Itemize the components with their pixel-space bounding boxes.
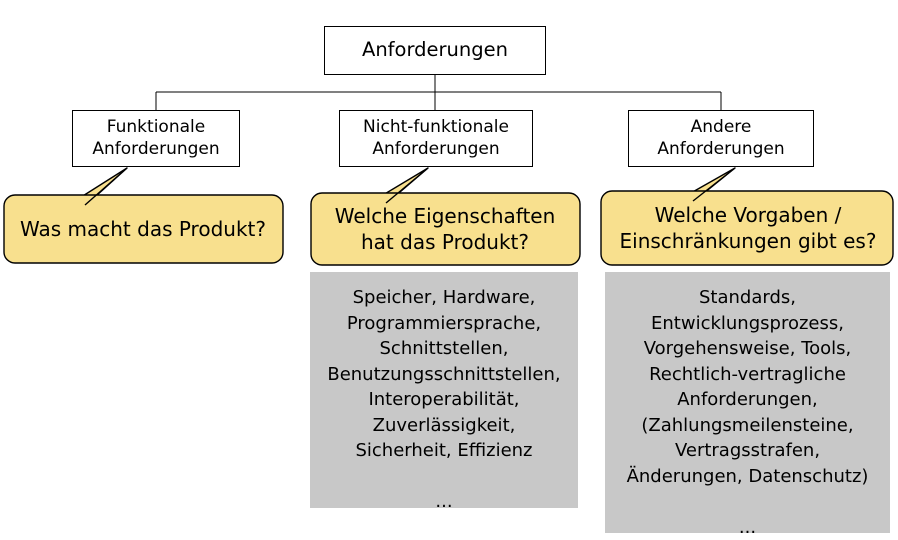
- callout-tail-overlay-nonfunctional: [370, 194, 385, 207]
- callout-body-functional: [3, 194, 284, 264]
- callout-tail-overlay-functional: [69, 196, 84, 209]
- connector-lines: [155, 75, 722, 110]
- node-funktionale-anforderungen-label: Funktionale Anforderungen: [92, 116, 220, 159]
- detail-box-andere: Standards, Entwicklungsprozess, Vorgehen…: [605, 272, 890, 538]
- callout-body-other: [600, 190, 894, 266]
- callout-bubble-functional: [3, 167, 284, 264]
- node-anforderungen[interactable]: Anforderungen: [324, 26, 546, 75]
- callout-body-nonfunctional: [310, 192, 581, 266]
- callout-bubble-nonfunctional: [310, 167, 581, 266]
- detail-box-nicht-funktionale: Speicher, Hardware, Programmiersprache, …: [310, 272, 578, 512]
- node-andere-anforderungen-label: Andere Anforderungen: [657, 116, 785, 159]
- node-nicht-funktionale-anforderungen-label: Nicht-funktionale Anforderungen: [363, 116, 509, 159]
- callout-tail-overlay-other: [677, 192, 692, 205]
- callout-bubble-other: [600, 167, 894, 266]
- callout-tail-edge-other: [692, 167, 736, 202]
- node-anforderungen-label: Anforderungen: [361, 38, 508, 62]
- callout-tail-edge-nonfunctional: [385, 167, 429, 204]
- callout-tail-edge-functional: [84, 167, 128, 206]
- node-funktionale-anforderungen[interactable]: Funktionale Anforderungen: [72, 110, 240, 167]
- node-andere-anforderungen[interactable]: Andere Anforderungen: [628, 110, 814, 167]
- node-nicht-funktionale-anforderungen[interactable]: Nicht-funktionale Anforderungen: [339, 110, 533, 167]
